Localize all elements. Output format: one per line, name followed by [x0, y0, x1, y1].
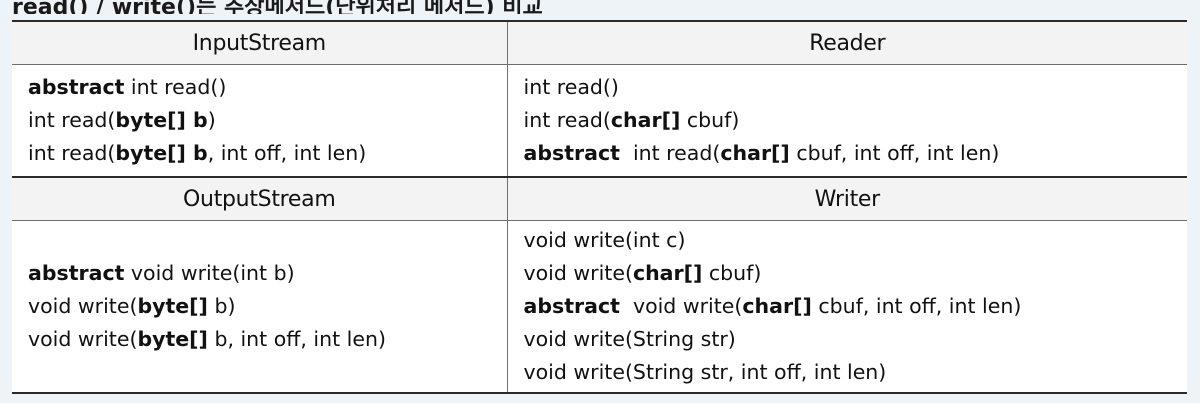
- signature-keyword: abstract: [523, 294, 620, 319]
- signature-text: void write(int b): [124, 261, 295, 286]
- method-signature: int read(): [524, 71, 1172, 104]
- method-signature: void write(String str, int off, int len): [524, 356, 1172, 389]
- signature-text: void write(: [28, 327, 138, 352]
- inputstream-methods: abstract int read()int read(byte[] b)int…: [12, 64, 508, 178]
- stream-comparison-table: InputStream Reader abstract int read()in…: [12, 20, 1187, 394]
- signature-text: int read(): [124, 75, 227, 99]
- row-read-methods: abstract int read()int read(byte[] b)int…: [12, 64, 1187, 178]
- signature-keyword: byte[] b: [115, 108, 208, 132]
- signature-keyword: byte[]: [137, 294, 208, 319]
- method-signature: abstract int read(): [28, 71, 491, 104]
- signature-text: int read(: [619, 141, 721, 165]
- method-signature: int read(char[] cbuf): [524, 104, 1172, 137]
- signature-text: cbuf): [680, 108, 740, 132]
- signature-text: void write(String str, int off, int len): [523, 360, 887, 385]
- caption-text: read() / write()는 추상메서드(단위처리 메서드) 비교: [12, 0, 543, 14]
- signature-text: void write(: [523, 261, 633, 286]
- inputstream-method-list: abstract int read()int read(byte[] b)int…: [28, 71, 491, 170]
- method-signature: void write(byte[] b): [28, 290, 491, 323]
- row-write-methods: abstract void write(int b)void write(byt…: [12, 220, 1187, 392]
- signature-keyword: byte[] b: [115, 141, 208, 165]
- outputstream-method-list: abstract void write(int b)void write(byt…: [28, 257, 491, 356]
- header-writer: Writer: [506, 176, 1187, 222]
- header-row-write: OutputStream Writer: [12, 176, 1187, 222]
- signature-keyword: abstract: [523, 141, 620, 165]
- signature-text: void write(: [28, 294, 138, 319]
- signature-keyword: char[]: [632, 261, 703, 286]
- signature-text: b): [207, 294, 236, 319]
- signature-text: b, int off, int len): [207, 327, 386, 352]
- signature-keyword: byte[]: [137, 327, 208, 352]
- signature-keyword: abstract: [28, 261, 125, 286]
- header-outputstream: OutputStream: [12, 176, 508, 222]
- writer-method-list: void write(int c)void write(char[] cbuf)…: [524, 224, 1172, 389]
- method-signature: abstract void write(int b): [28, 257, 491, 290]
- signature-keyword: char[]: [742, 294, 812, 319]
- signature-text: cbuf, int off, int len): [811, 294, 1022, 319]
- method-signature: void write(char[] cbuf): [524, 257, 1172, 290]
- header-reader: Reader: [506, 22, 1187, 65]
- signature-keyword: abstract: [28, 75, 125, 99]
- signature-keyword: char[]: [610, 108, 681, 132]
- signature-text: int read(): [523, 75, 619, 99]
- method-signature: abstract void write(char[] cbuf, int off…: [524, 290, 1172, 323]
- method-signature: int read(byte[] b): [28, 104, 491, 137]
- signature-text: cbuf, int off, int len): [789, 141, 1000, 165]
- caption-strip: read() / write()는 추상메서드(단위처리 메서드) 비교: [0, 0, 1200, 14]
- signature-text: int read(: [28, 141, 116, 165]
- writer-methods: void write(int c)void write(char[] cbuf)…: [506, 220, 1187, 392]
- method-signature: int read(byte[] b, int off, int len): [28, 137, 491, 170]
- signature-text: void write(String str): [523, 327, 736, 352]
- method-signature: void write(int c): [524, 224, 1172, 257]
- method-signature: abstract int read(char[] cbuf, int off, …: [524, 137, 1172, 170]
- signature-text: int read(: [28, 108, 116, 132]
- signature-text: void write(: [619, 294, 743, 319]
- header-row-read: InputStream Reader: [12, 22, 1187, 65]
- signature-text: , int off, int len): [207, 141, 367, 165]
- reader-method-list: int read()int read(char[] cbuf)abstract …: [524, 71, 1172, 170]
- outputstream-methods: abstract void write(int b)void write(byt…: [12, 220, 508, 392]
- signature-text: int read(: [523, 108, 611, 132]
- signature-keyword: char[]: [720, 141, 790, 165]
- signature-text: void write(int c): [523, 228, 686, 253]
- method-table: InputStream Reader abstract int read()in…: [12, 22, 1187, 392]
- method-signature: void write(String str): [524, 323, 1172, 356]
- signature-text: cbuf): [702, 261, 762, 286]
- method-signature: void write(byte[] b, int off, int len): [28, 323, 491, 356]
- header-inputstream: InputStream: [12, 22, 508, 65]
- signature-text: ): [207, 108, 216, 132]
- reader-methods: int read()int read(char[] cbuf)abstract …: [506, 64, 1187, 178]
